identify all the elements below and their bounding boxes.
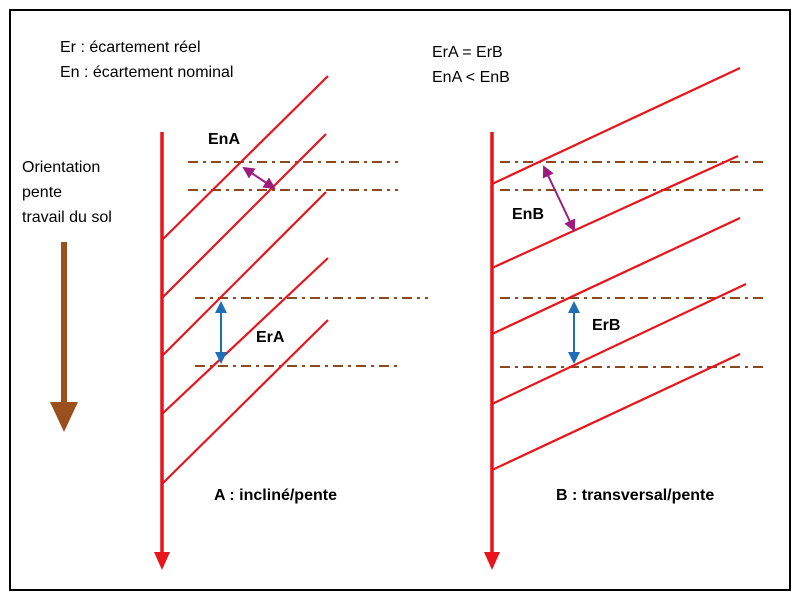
relation-er: ErA = ErB — [432, 44, 503, 61]
caption-a: A : incliné/pente — [214, 487, 337, 504]
guide-lines-a — [188, 161, 428, 367]
diagram-b: EnB ErB B : transversal/pente — [484, 67, 766, 570]
guide-lines-b — [500, 161, 766, 368]
caption-b: B : transversal/pente — [556, 487, 714, 504]
orientation-line-1: Orientation — [22, 159, 100, 176]
relation-en: EnA < EnB — [432, 69, 510, 86]
furrows-b — [491, 67, 747, 471]
enb-label: EnB — [512, 206, 544, 223]
legend-line-er: Er : écartement réel — [60, 39, 201, 56]
slope-arrow-icon — [50, 242, 78, 432]
ena-label: EnA — [208, 131, 240, 148]
slide-border — [9, 9, 791, 591]
orientation-line-2: pente — [22, 184, 62, 201]
legend-line-en: En : écartement nominal — [60, 64, 233, 81]
axis-a-arrowhead-icon — [154, 552, 170, 570]
diagram-a: EnA ErA A : incliné/pente — [154, 75, 428, 570]
era-label: ErA — [256, 329, 285, 346]
axis-b-arrowhead-icon — [484, 552, 500, 570]
furrows-a — [161, 75, 329, 485]
enb-arrow-icon — [542, 165, 576, 232]
ena-arrow-icon — [242, 166, 276, 190]
orientation-line-3: travail du sol — [22, 209, 112, 226]
erb-label: ErB — [592, 317, 620, 334]
